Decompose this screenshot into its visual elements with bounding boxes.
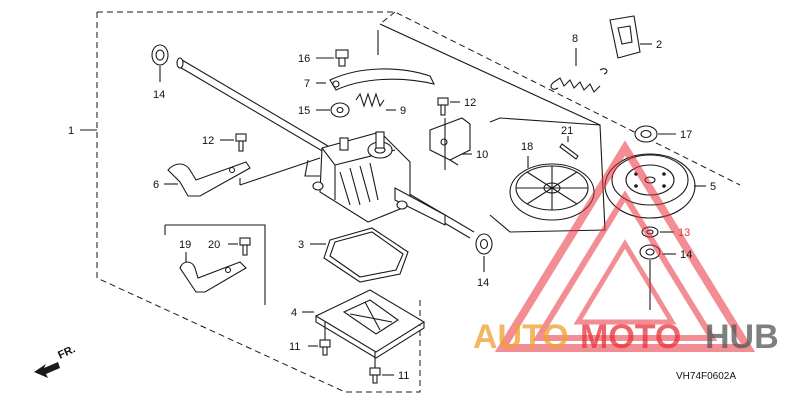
callout-1: 1 — [68, 125, 74, 137]
bolt-16 — [316, 49, 349, 67]
callout-11-a: 11 — [289, 341, 300, 353]
callout-labels: 1 2 3 4 5 6 7 8 9 10 11 11 12 12 13 14 1… — [68, 33, 716, 382]
callout-13: 13 — [678, 227, 690, 239]
callout-2: 2 — [656, 39, 662, 51]
front-direction-arrow — [34, 362, 60, 378]
spring-9 — [355, 92, 396, 111]
callout-9: 9 — [400, 105, 406, 117]
callout-19: 19 — [179, 239, 191, 251]
callout-3: 3 — [298, 239, 304, 251]
gear-case — [312, 131, 446, 226]
watermark-auto: AUTO — [473, 318, 569, 356]
callout-12-b: 12 — [464, 97, 476, 109]
callout-21: 21 — [561, 125, 573, 137]
callout-20: 20 — [208, 239, 220, 251]
gear-case-leaders — [239, 157, 321, 186]
callout-6: 6 — [153, 179, 159, 191]
gasket-3 — [310, 227, 409, 283]
clip-2 — [609, 15, 652, 59]
spring-8 — [550, 48, 608, 93]
bearing-top-left — [151, 44, 169, 82]
nut-17 — [634, 125, 676, 143]
bearing-right — [475, 233, 493, 272]
callout-8: 8 — [572, 33, 578, 45]
front-direction-label: FR. — [56, 343, 77, 361]
callout-15: 15 — [298, 105, 310, 117]
tension-arm — [316, 68, 436, 91]
callout-10: 10 — [476, 149, 488, 161]
inset-box — [164, 224, 266, 305]
callout-5: 5 — [710, 181, 716, 193]
callout-17: 17 — [680, 129, 692, 141]
bolt-12-upper — [437, 97, 460, 116]
washer-15 — [316, 102, 350, 118]
bolts-11 — [308, 322, 394, 384]
callout-7: 7 — [304, 78, 310, 90]
watermark-moto: MOTO — [580, 318, 681, 356]
assembly-boundary — [80, 11, 741, 393]
callout-16: 16 — [298, 53, 310, 65]
cover-plate-4 — [302, 289, 426, 359]
watermark-hub: HUB — [705, 318, 779, 356]
callout-14-a: 14 — [153, 89, 165, 101]
callout-12-a: 12 — [202, 135, 214, 147]
bolt-12-left — [220, 133, 247, 152]
callout-14-b: 14 — [477, 277, 489, 289]
watermark-text: AUTO MOTO HUB — [473, 318, 779, 356]
bracket-6 — [164, 161, 251, 197]
pulley-18 — [509, 156, 595, 221]
callout-18: 18 — [521, 141, 533, 153]
bracket-10 — [429, 117, 472, 170]
diagram-code: VH74F0602A — [676, 371, 736, 382]
callout-11-b: 11 — [398, 370, 409, 382]
callout-4: 4 — [291, 307, 297, 319]
callout-14-c: 14 — [680, 249, 692, 261]
pin-21 — [559, 136, 579, 160]
watermark-triangle — [494, 140, 756, 352]
